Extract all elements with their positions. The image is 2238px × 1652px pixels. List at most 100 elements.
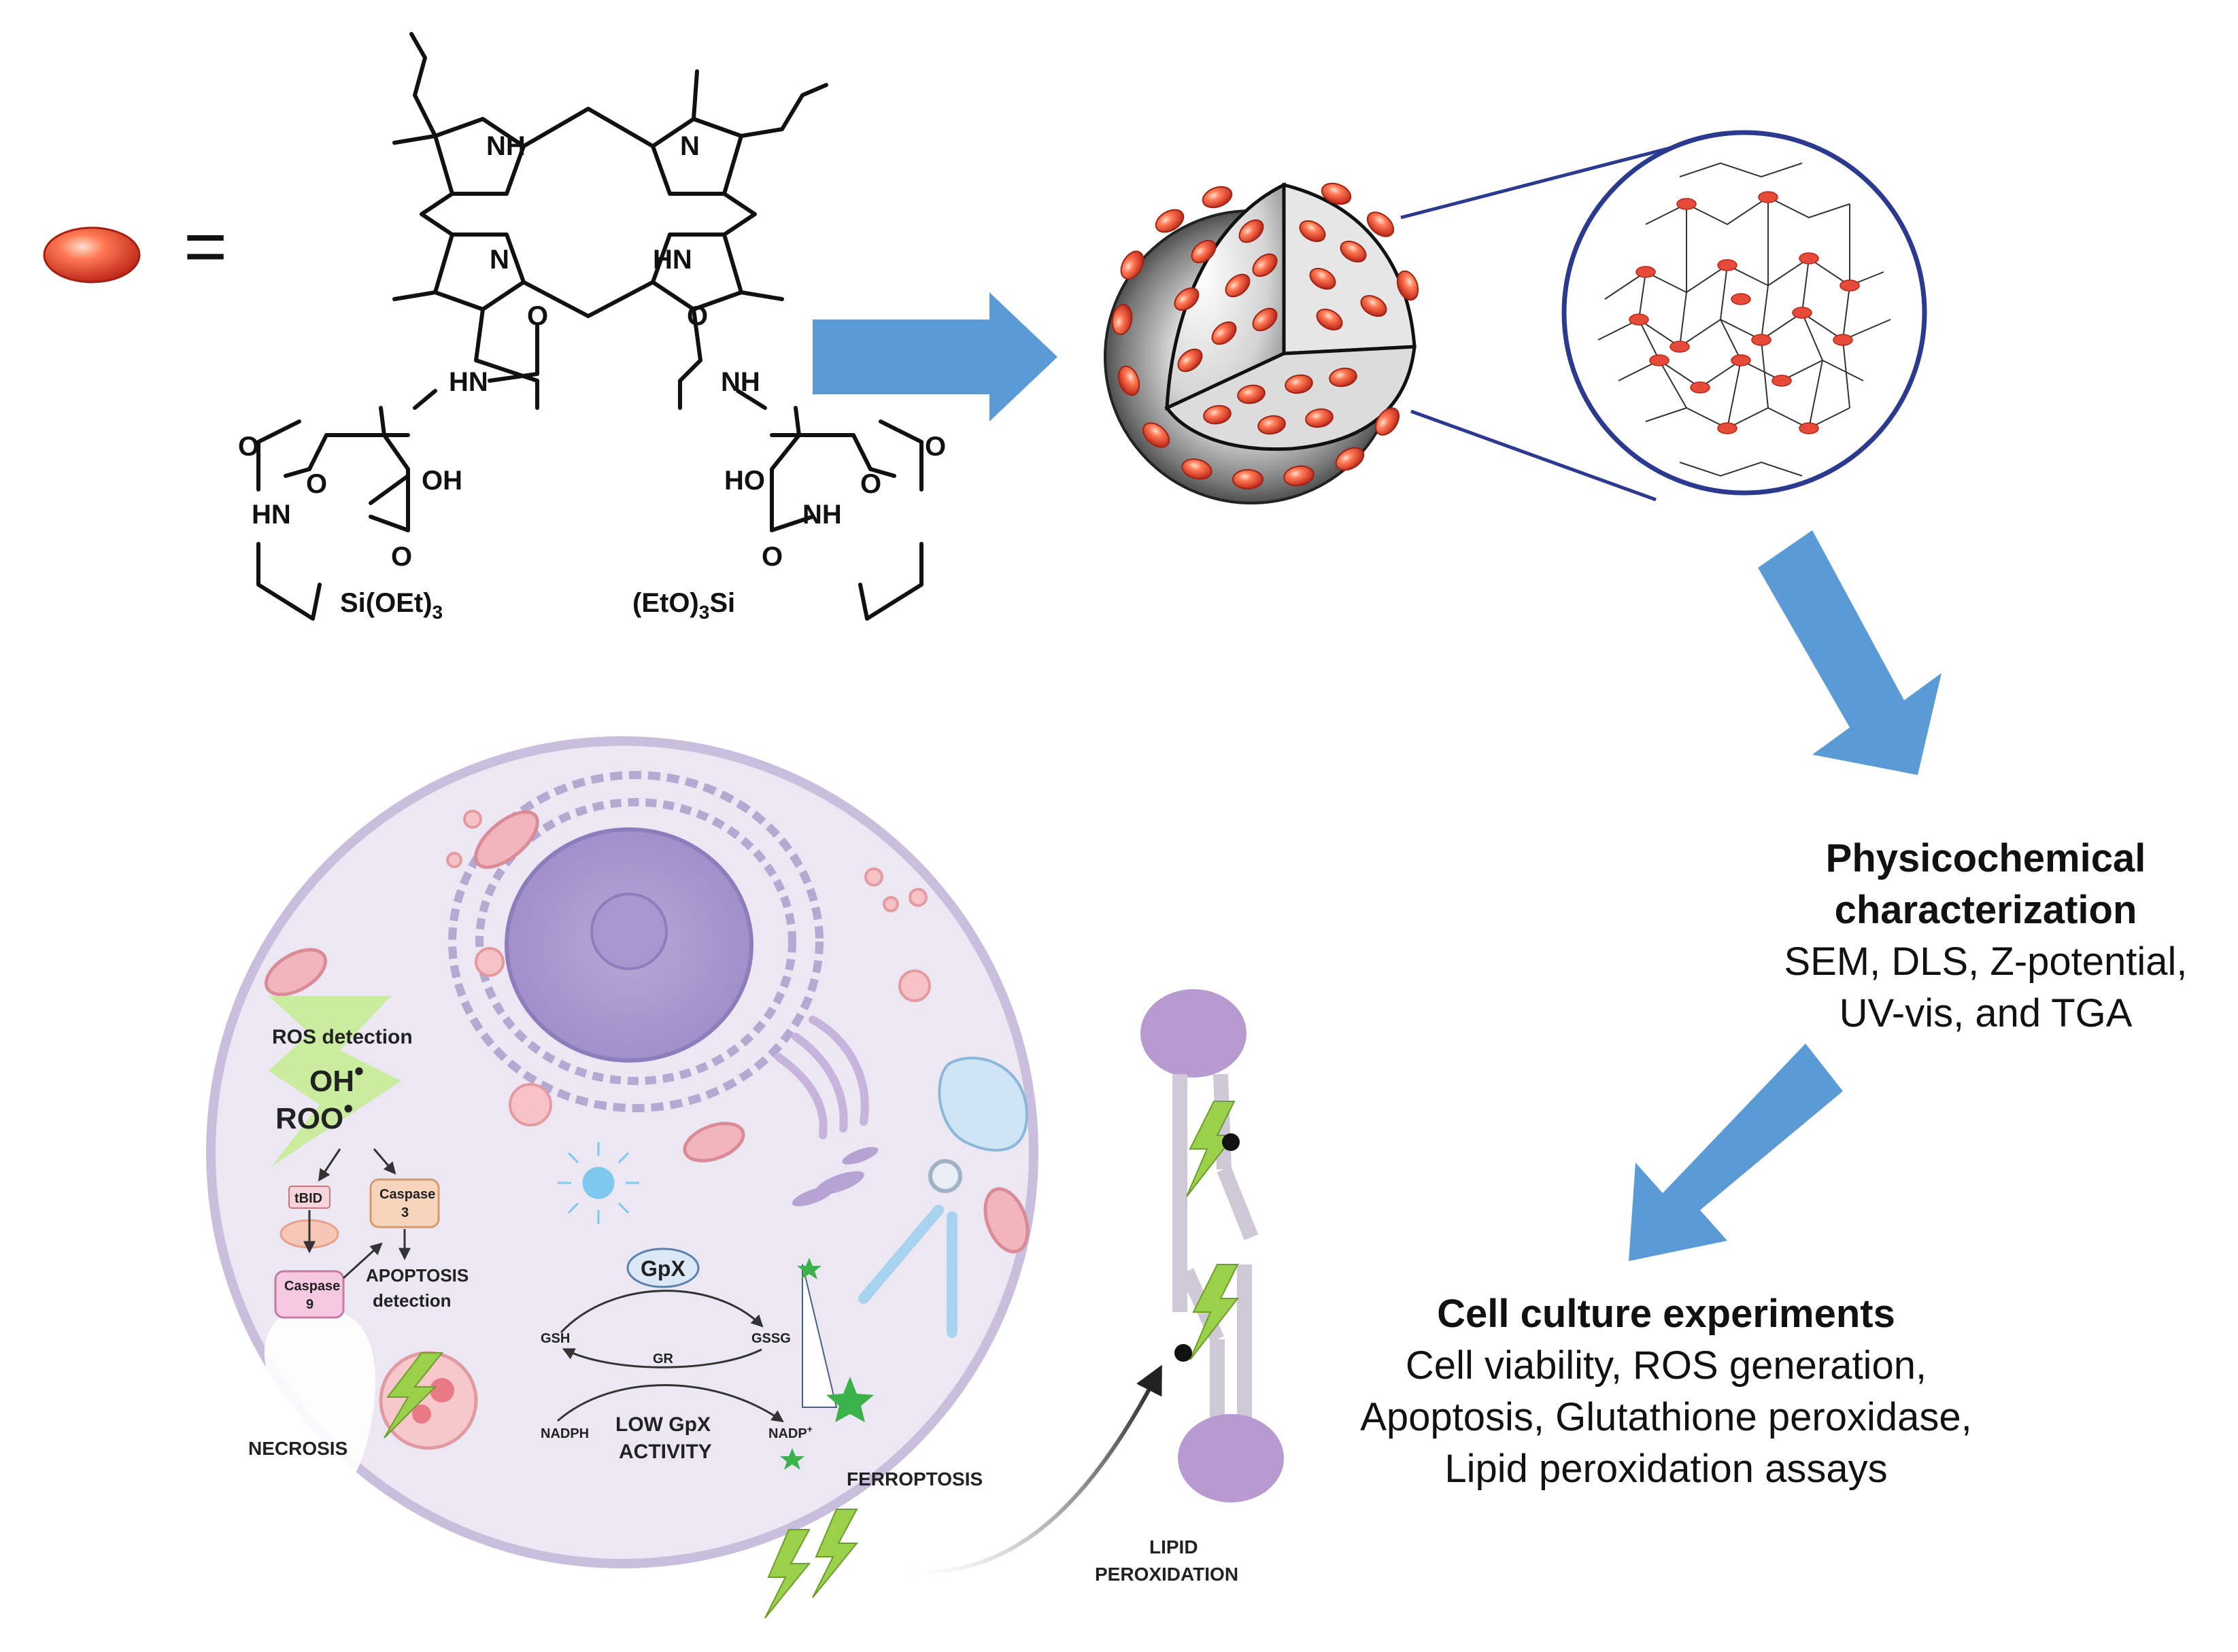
right-silane-label: (EtO)3Si [632, 588, 735, 623]
left-acid-oh-label: OH [422, 466, 462, 496]
oh-radical-label: OH• [309, 1056, 364, 1098]
caspase3-number: 3 [401, 1205, 409, 1220]
gssg-label: GSSG [751, 1331, 791, 1346]
ros-lightning-icon [269, 996, 401, 1166]
necrosis-label: NECROSIS [248, 1438, 347, 1459]
culture-line1: Cell viability, ROS generation, [1405, 1343, 1927, 1388]
porphyrin-molecule [256, 32, 923, 621]
gr-label: GR [653, 1352, 674, 1366]
caspase3-box [369, 1178, 440, 1228]
left-ester-o: O [306, 469, 327, 499]
necrosis-region [264, 1305, 375, 1507]
ros-detection-label: ROS detection [272, 1026, 413, 1048]
zoom-line-top [1400, 137, 1704, 220]
arrow-molecule-to-nanoparticle [813, 292, 1057, 421]
right-carbonyl-o: O [687, 301, 708, 331]
gpx-enzyme-badge [626, 1247, 700, 1288]
red-ellipse-icon [43, 226, 141, 283]
lipid-label: LIPID [1149, 1536, 1198, 1558]
tbid-box [288, 1186, 330, 1209]
gssg-to-gsh-arrow [562, 1348, 762, 1369]
apoptosis-label: APOPTOSIS [366, 1265, 469, 1286]
lipid-lightning-icon-top [1186, 1101, 1236, 1197]
low-gpx-label: LOW GpX [615, 1413, 711, 1436]
caspase9-box [274, 1270, 345, 1319]
culture-line2: Apoptosis, Glutathione peroxidase, [1360, 1395, 1972, 1439]
radical-dot-bottom [1174, 1344, 1192, 1362]
star-icon-large [826, 1377, 874, 1422]
physicochemical-characterization-block: Physicochemical characterization SEM, DL… [1741, 833, 2231, 1039]
low-gpx-activity-label: ACTIVITY [619, 1441, 712, 1463]
equals-sign: = [184, 205, 227, 288]
ferroptosis-lightning-icon-2 [812, 1509, 859, 1598]
right-ester-o: O [860, 469, 881, 499]
radical-dot-top [1222, 1133, 1240, 1151]
physico-title-line1: Physicochemical [1825, 836, 2146, 880]
left-amide-hn-label: HN [449, 367, 488, 397]
left-carbamate-hn-label: HN [252, 500, 291, 530]
lipid-head-bottom [1178, 1414, 1284, 1502]
porphyrin-dots [1111, 182, 1419, 489]
physico-title-line2: characterization [1834, 888, 2137, 932]
pyrrole-ring-bottom-left [433, 233, 526, 311]
nanoparticle-sphere [1104, 182, 1419, 504]
silica-network-zoom [1561, 130, 1927, 496]
molecule-labels: NH N N HN O O HN NH OH HO O O O O O O HN… [238, 131, 946, 623]
pyrrole-ring-top-right [651, 117, 743, 196]
arrow-nanoparticle-to-characterization [1758, 530, 1942, 775]
vacuole [938, 1056, 1029, 1152]
left-silane-label: Si(OEt)3 [340, 588, 443, 623]
peroxidation-label: PEROXIDATION [1095, 1564, 1238, 1585]
cell-culture-experiments-block: Cell culture experiments Cell viability,… [1285, 1288, 2047, 1495]
caspase3-label: Caspase [379, 1187, 435, 1202]
pyrrole-ring-bottom-right [651, 233, 743, 311]
caspase9-label: Caspase [284, 1279, 340, 1294]
left-carbonyl-o: O [527, 301, 548, 331]
right-carbamate-o: O [925, 432, 946, 462]
nadph-to-nadp-arrow [557, 1384, 784, 1423]
gsh-to-gssg-arrow [560, 1290, 764, 1334]
lipid-peroxidation: LIPID PEROXIDATION [1095, 989, 1284, 1585]
gsh-label: GSH [541, 1331, 570, 1346]
caspase9-number: 9 [306, 1297, 313, 1312]
legend: = [43, 205, 227, 288]
centriole [928, 1159, 962, 1193]
culture-line3: Lipid peroxidation assays [1444, 1447, 1888, 1491]
pyrrole-nh-top-label: NH [486, 131, 526, 161]
pyrrole-n-top-label: N [680, 131, 700, 161]
apoptosis-detection-label: detection [373, 1290, 452, 1311]
ferroptosis-to-lipid-arrow [897, 1364, 1162, 1574]
left-acid-o: O [391, 542, 412, 572]
physico-body-line2: UV-vis, and TGA [1839, 991, 2133, 1035]
right-acid-o: O [762, 542, 783, 572]
gpx-label: GpX [641, 1256, 685, 1281]
zoom-line-bottom [1410, 409, 1657, 502]
nucleus [448, 771, 824, 1112]
mitochondria [264, 810, 1030, 1254]
star-icon-small [780, 1448, 804, 1470]
necrosis-lightning-icon [384, 1352, 444, 1439]
gpx-decline-triangle [802, 1264, 838, 1408]
culture-title: Cell culture experiments [1437, 1292, 1895, 1336]
pyrrole-ring-top-left [433, 117, 526, 196]
right-amide-nh-label: NH [721, 367, 760, 397]
lipid-lightning-icon-bottom [1189, 1264, 1240, 1360]
ferroptosis-label: FERROPTOSIS [847, 1468, 983, 1490]
right-acid-ho-label: HO [724, 466, 765, 496]
lipid-head-top [1140, 989, 1247, 1078]
tbid-label: tBID [294, 1191, 322, 1206]
physico-body-line1: SEM, DLS, Z-potential, [1784, 940, 2188, 984]
ferroptosis-lightning-icon-1 [764, 1529, 811, 1619]
star-icon [797, 1258, 821, 1279]
pyrrole-hn-bottom-label: HN [653, 245, 692, 275]
immune-particle [558, 1142, 639, 1224]
roo-radical-label: ROO• [275, 1094, 353, 1135]
pyrrole-n-bottom-label: N [490, 245, 509, 275]
nadp-label: NADP+ [768, 1424, 813, 1441]
cytoskeleton [858, 1205, 957, 1338]
endoplasmic-reticulum [792, 1147, 879, 1207]
nadph-label: NADPH [541, 1426, 589, 1441]
cell-illustration: ROS detection OH• ROO• tBID Caspase 9 Ca… [206, 736, 1038, 1619]
vesicles [446, 810, 931, 1126]
